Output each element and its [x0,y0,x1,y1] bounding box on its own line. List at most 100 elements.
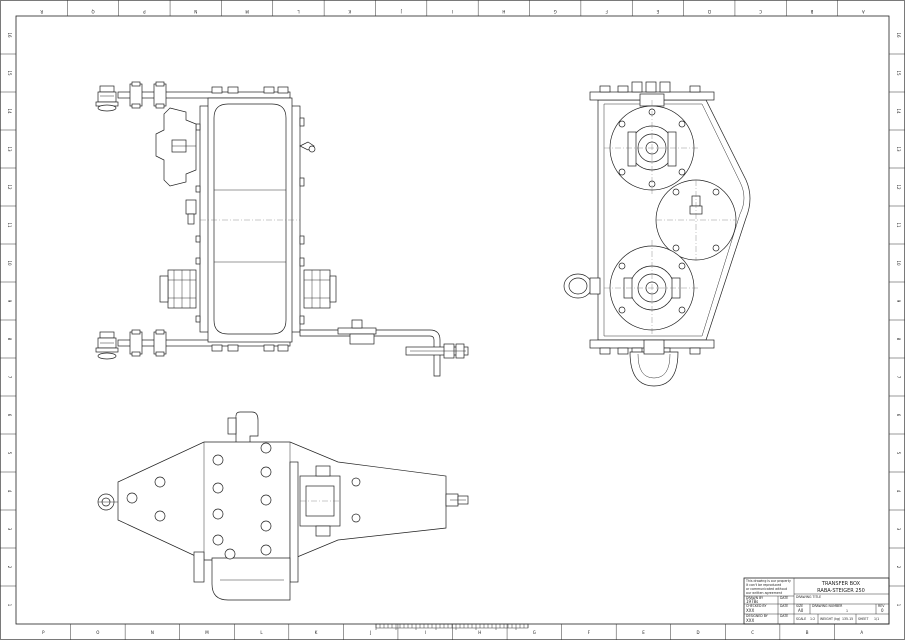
zone-bottom-label: I [425,630,426,635]
scale-ruler [375,623,529,630]
scale-label: SCALE [796,617,806,621]
zone-top-label: D [708,9,711,14]
zone-top-label: B [810,9,813,14]
zone-bottom-label: E [642,630,645,635]
zone-left-label: 15 [7,70,12,76]
drawing-title-label: DRAWING TITLE [796,595,821,599]
title-line-2: RABA-STEIGER 250 [817,588,865,594]
zone-bottom-label: N [151,630,154,635]
zone-right-label: 14 [896,108,901,114]
drawn-by-label: DRAWN BY [746,596,763,600]
zone-top-label: M [245,9,249,14]
front-view [563,81,751,387]
zone-right-label: 11 [896,222,901,228]
plan-view [97,411,469,601]
zone-right-label: 3 [896,528,901,531]
zone-left-label: 6 [7,414,12,417]
zone-bottom-label: D [696,630,699,635]
zone-bottom-label: H [478,630,481,635]
checked-by-value: XXX [746,608,754,613]
zone-bottom-label: A [860,630,863,635]
rev-value: 0 [881,608,884,613]
date-label-2: DATE [780,604,788,608]
zone-left-label: 12 [7,184,12,190]
zone-bottom-label: O [96,630,99,635]
zone-top-label: E [656,9,659,14]
zone-bottom-label: K [315,630,318,635]
scale-value: 1:2 [810,617,815,621]
zone-left-label: 16 [7,32,12,38]
date-label-3: DATE [780,614,788,618]
zone-bottom-label: G [533,630,536,635]
zone-right-label: 16 [896,32,901,38]
zone-right-label: 5 [896,452,901,455]
checked-by-label: CHECKED BY [746,604,766,608]
zone-top-label: P [143,9,146,14]
rev-label: REV [878,604,885,608]
zone-left-label: 5 [7,452,12,455]
zone-left-label: 1 [7,604,12,607]
title-block [743,577,890,625]
zone-top-label: A [862,9,865,14]
zone-top-label: C [759,9,762,14]
zone-right-label: 1 [896,604,901,607]
size-label: SIZE [796,604,803,608]
zone-right-label: 7 [896,376,901,379]
notice-text-1: This drawing is our property [745,579,791,583]
zone-right-label: 10 [896,260,901,266]
zone-top-label: F [605,9,608,14]
zone-top-label: N [194,9,197,14]
weight-value: 135.15 [842,617,853,621]
weight-label: WEIGHT (kg) [820,617,840,621]
zone-left-label: 9 [7,300,12,303]
zone-top-label: Q [91,9,94,14]
date-label-1: DATE [780,596,788,600]
zone-right-label: 15 [896,70,901,76]
zone-left-label: 11 [7,222,12,228]
sheet-label: SHEET [858,617,868,621]
zone-right-label: 2 [896,566,901,569]
designed-by-value: XXX [746,618,754,623]
zone-top-label: J [401,9,403,14]
zone-bottom-label: F [588,630,591,635]
zone-top-label: L [297,9,300,14]
zone-top-label: G [554,9,557,14]
zone-left-label: 10 [7,260,12,266]
notice-text-4: our written agreement [746,591,783,595]
zone-top-label: H [502,9,505,14]
zone-left-label: 8 [7,338,12,341]
zone-right-label: 8 [896,338,901,341]
zone-left-label: 14 [7,108,12,114]
zone-right-label: 6 [896,414,901,417]
zone-left-label: 13 [7,146,12,152]
zone-bottom-label: L [260,630,263,635]
side-view [95,81,469,377]
zone-bottom-label: B [806,630,809,635]
title-line-1: TRANSFER BOX [821,581,861,587]
zone-bottom-label: J [369,630,371,635]
zone-top-label: I [452,9,453,14]
zone-bottom-label: M [205,630,209,635]
drawn-by-value: 1978s [746,599,758,604]
zone-bottom-label: C [751,630,754,635]
sheet-value: 1/1 [874,617,879,621]
drawing-number-value: 1 [846,609,848,613]
zone-left-label: 7 [7,376,12,379]
zone-top-label: R [40,9,43,14]
notice-text-3: or communicated without [746,587,788,591]
zone-left-label: 4 [7,490,12,493]
zone-right-label: 13 [896,146,901,152]
designed-by-label: DESIGNED BY [746,614,768,618]
zone-bottom-label: P [42,630,45,635]
notice-text-2: It can't be reproduced [746,583,781,587]
zone-right-label: 4 [896,490,901,493]
zone-top-label: K [348,9,351,14]
zone-right-label: 9 [896,300,901,303]
zone-left-label: 2 [7,566,12,569]
size-value: A0 [798,608,804,613]
zone-right-label: 12 [896,184,901,190]
zone-left-label: 3 [7,528,12,531]
drawing-number-label: DRAWING NUMBER [812,604,843,608]
